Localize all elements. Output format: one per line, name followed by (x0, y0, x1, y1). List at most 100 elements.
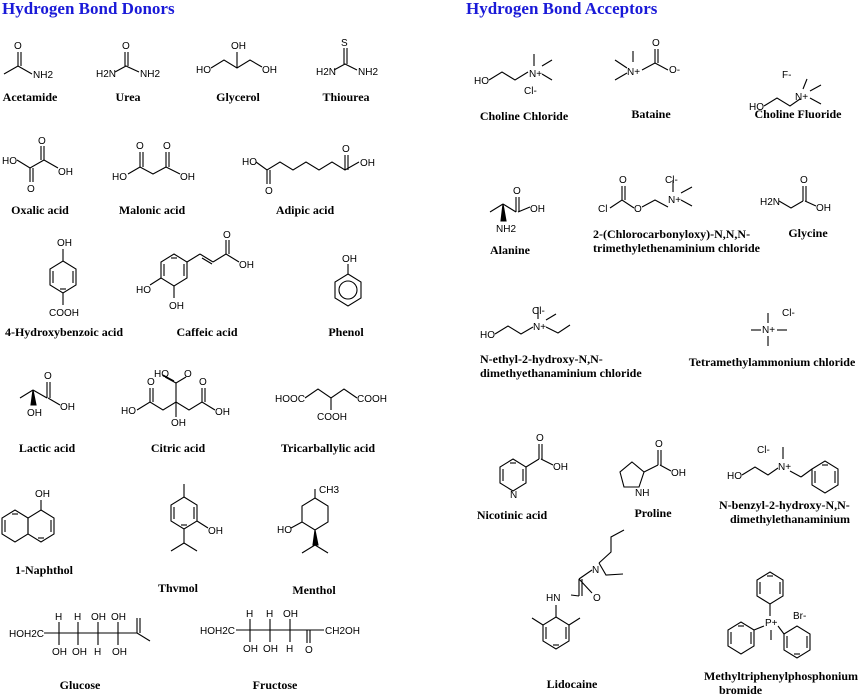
svg-text:N+: N+ (762, 325, 775, 336)
svg-text:OH: OH (215, 407, 230, 418)
svg-text:Cl-: Cl- (532, 306, 545, 317)
donors-heading: Hydrogen Bond Donors (2, 0, 175, 18)
svg-text:O: O (38, 136, 46, 147)
svg-text:P+: P+ (765, 618, 778, 629)
svg-text:NH2: NH2 (33, 70, 53, 81)
betaine-structure: N+ O O- (614, 38, 680, 81)
svg-text:Br-: Br- (793, 611, 806, 622)
adipic-acid-structure: HO O O OH (242, 144, 375, 197)
ethyl-hydroxy-structure: HO N+ Cl- (480, 306, 571, 341)
svg-text:N+: N+ (533, 322, 546, 333)
svg-text:HOH2C: HOH2C (200, 626, 235, 637)
svg-text:OH: OH (239, 260, 254, 271)
thiourea-structure: H2N S NH2 (316, 38, 378, 78)
svg-text:O: O (593, 593, 601, 604)
svg-text:OH: OH (27, 408, 42, 419)
lidocaine-structure: N O HN (531, 529, 625, 650)
svg-text:OH: OH (58, 167, 73, 178)
glycerol-label: Glycerol (216, 90, 260, 104)
chlorocarbonyloxy-label-line2: trimethylethenaminium chloride (593, 241, 760, 255)
svg-text:HO: HO (474, 76, 489, 87)
naphthol-structure: OH (1, 489, 55, 543)
oxalic-acid-structure: HO O O OH (2, 136, 73, 195)
lidocaine-label: Lidocaine (546, 677, 598, 691)
svg-text:O: O (305, 645, 313, 656)
svg-text:H: H (94, 647, 101, 658)
naphthol-label: 1-Naphthol (14, 563, 74, 577)
svg-text:OH: OH (180, 172, 195, 183)
chlorocarbonyloxy-structure: Cl O O N+ Cl- (598, 175, 693, 215)
menthol-structure: CH3 HO (277, 485, 339, 554)
svg-text:HO: HO (277, 525, 292, 536)
svg-text:N+: N+ (529, 69, 542, 80)
svg-text:HOH2C: HOH2C (9, 629, 44, 640)
citric-acid-label: Citric acid (150, 441, 206, 455)
tricarballylic-acid-label: Tricarballylic acid (280, 441, 376, 455)
benzyl-hydroxy-structure: HO N+ Cl- (727, 445, 839, 494)
svg-text:O: O (634, 204, 642, 215)
hydroxybenzoic-acid-label: 4-Hydroxybenzoic acid (4, 325, 124, 339)
svg-text:H: H (266, 609, 273, 620)
svg-text:OH: OH (342, 254, 357, 265)
svg-text:O: O (536, 433, 544, 444)
malonic-acid-structure: HO O O OH (112, 141, 195, 183)
svg-text:O: O (44, 371, 52, 382)
svg-text:O: O (652, 38, 660, 49)
svg-text:HO: HO (749, 102, 764, 113)
phosphonium-label-line2: bromide (719, 683, 763, 697)
svg-text:O: O (136, 141, 144, 152)
svg-text:HO: HO (727, 471, 742, 482)
svg-text:S: S (341, 38, 348, 49)
phenol-label: Phenol (328, 325, 364, 339)
ethyl-hydroxy-label-line1: N-ethyl-2-hydroxy-N,N- (480, 352, 603, 366)
svg-text:O: O (147, 377, 155, 388)
svg-text:HOOC: HOOC (275, 394, 305, 405)
acetamide-label: Acetamide (2, 90, 58, 104)
choline-fluoride-structure: HO N+ F- (749, 70, 822, 113)
citric-acid-structure: HO O O OH HO O OH (121, 369, 230, 429)
svg-text:HO: HO (2, 156, 17, 167)
svg-text:HO: HO (121, 406, 136, 417)
glycine-structure: H2N O OH (760, 175, 831, 214)
svg-text:N+: N+ (795, 92, 808, 103)
svg-text:HO: HO (242, 157, 257, 168)
tetramethylammonium-label: Tetramethylammonium chloride (688, 355, 856, 369)
svg-text:O: O (265, 186, 273, 197)
svg-text:O: O (184, 369, 192, 380)
svg-text:NH: NH (635, 488, 649, 499)
svg-text:OH: OH (171, 418, 186, 429)
svg-text:OH: OH (208, 526, 223, 537)
thymol-structure: OH (170, 484, 223, 552)
thiourea-label: Thiourea (322, 90, 370, 104)
glucose-structure: HOH2C H H OH OH OH OH H OH (9, 612, 151, 658)
tetramethylammonium-structure: N+ Cl- (751, 308, 795, 346)
svg-text:OH: OH (112, 647, 127, 658)
alanine-label: Alanine (489, 243, 531, 257)
svg-text:CH2OH: CH2OH (325, 626, 360, 637)
svg-text:COOH: COOH (317, 412, 347, 423)
svg-text:CH3: CH3 (319, 485, 339, 496)
adipic-acid-label: Adipic acid (275, 203, 335, 217)
benzyl-hydroxy-label-line2: dimethylethanaminium (730, 512, 851, 526)
oxalic-acid-label: Oxalic acid (11, 203, 69, 217)
svg-text:OH: OH (671, 468, 686, 479)
svg-text:HN: HN (546, 593, 560, 604)
svg-text:OH: OH (263, 644, 278, 655)
caffeic-acid-structure: O OH HO OH (136, 230, 254, 312)
menthol-label: Menthol (292, 583, 336, 597)
svg-text:F-: F- (782, 70, 791, 81)
svg-text:O: O (342, 144, 350, 155)
choline-fluoride-label: Choline Fluoride (754, 107, 842, 121)
svg-text:OH: OH (91, 612, 106, 623)
phosphonium-label-line1: Methyltriphenylphosphonium (704, 669, 859, 683)
svg-text:Cl-: Cl- (757, 445, 770, 456)
svg-text:OH: OH (530, 204, 545, 215)
svg-text:OH: OH (360, 158, 375, 169)
lactic-acid-structure: O OH OH (19, 371, 75, 419)
svg-text:O: O (800, 175, 808, 186)
svg-text:N: N (592, 565, 599, 576)
svg-text:O-: O- (669, 65, 680, 76)
glucose-label: Glucose (59, 678, 101, 692)
svg-text:HO: HO (136, 285, 151, 296)
svg-text:H2N: H2N (316, 67, 336, 78)
